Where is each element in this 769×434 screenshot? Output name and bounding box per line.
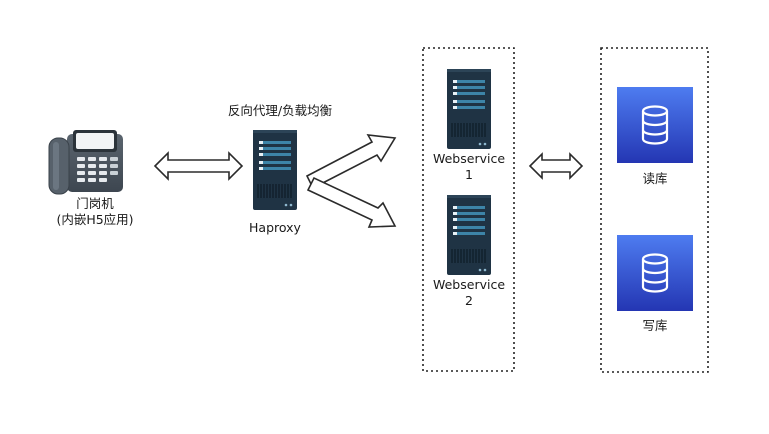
proxy-label: Haproxy	[249, 220, 301, 235]
webservice-1-label-line2: 1	[465, 167, 473, 182]
write-db-label: 写库	[642, 318, 668, 333]
double-arrow-phone-proxy	[153, 151, 244, 181]
database-group-border	[600, 47, 709, 373]
desk-phone-icon	[48, 130, 123, 195]
read-db-label: 读库	[642, 171, 668, 186]
proxy-server-icon	[253, 130, 297, 210]
webservice-2-label-line2: 2	[465, 293, 473, 308]
write-db-icon	[617, 235, 693, 311]
webservice-group-border	[422, 47, 515, 372]
gate-phone-label-line1: 门岗机	[76, 196, 114, 211]
arrow-proxy-to-web2	[306, 176, 397, 228]
webservice-2-label-line1: Webservice	[432, 277, 506, 292]
webservice-1-server-icon	[447, 69, 491, 149]
read-db-icon	[617, 87, 693, 163]
proxy-caption: 反向代理/负载均衡	[227, 103, 333, 118]
gate-phone-label-line2: (内嵌H5应用)	[56, 212, 134, 227]
double-arrow-web-db	[528, 152, 584, 180]
webservice-1-label-line1: Webservice	[432, 151, 506, 166]
webservice-2-server-icon	[447, 195, 491, 275]
